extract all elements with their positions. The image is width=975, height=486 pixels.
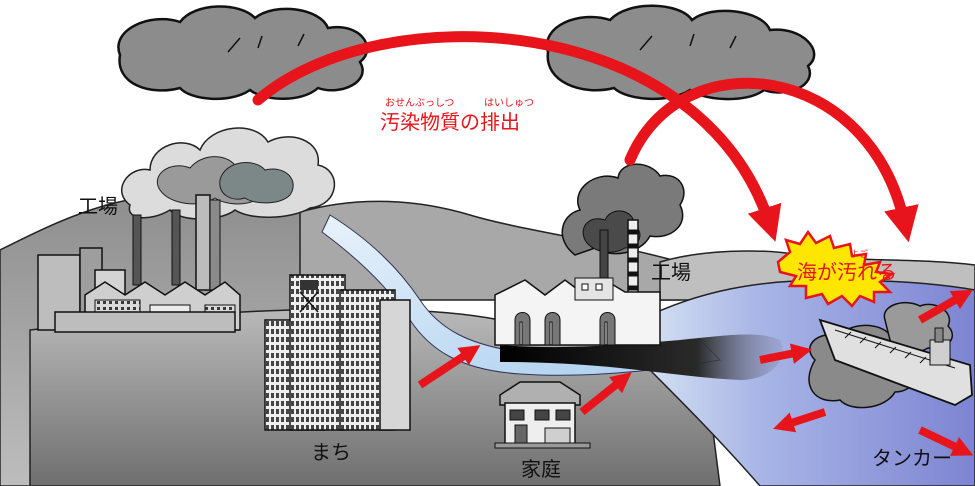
arrow-icon (252, 31, 782, 242)
cloud-icon (117, 5, 369, 101)
arrow-icon (918, 426, 974, 456)
emission-label: 汚染物質の排出 (380, 110, 520, 134)
tanker-ship-icon (818, 318, 973, 406)
sea-polluted-label: 海が汚れる (797, 260, 897, 284)
arrow-icon (579, 372, 632, 416)
arrow-icon (918, 289, 973, 324)
explosion-burst-icon (776, 229, 896, 308)
emission-ruby-2: はいしゅつ (484, 98, 534, 109)
house-icon (494, 381, 591, 449)
arrow-icon (624, 77, 919, 243)
tanker-label: タンカー (872, 446, 952, 470)
home-label: 家庭 (521, 457, 561, 481)
arrow-icon (417, 345, 481, 389)
cloud-icon (545, 4, 816, 101)
arrow-icon (759, 343, 813, 364)
sludge (500, 334, 783, 380)
emission-ruby-1: おせんぶっしつ (385, 98, 455, 109)
factory-left-label: 工場 (78, 194, 118, 218)
smoke-icon (121, 127, 335, 220)
smoke-icon (561, 163, 685, 256)
sea-ruby: よご (850, 250, 869, 260)
town-label: まち (311, 440, 351, 464)
factory-icon (37, 194, 241, 333)
building-icon (264, 274, 411, 431)
factory-icon (494, 219, 661, 346)
arrow-icon (773, 408, 827, 433)
factory-center-label: 工場 (651, 260, 691, 284)
